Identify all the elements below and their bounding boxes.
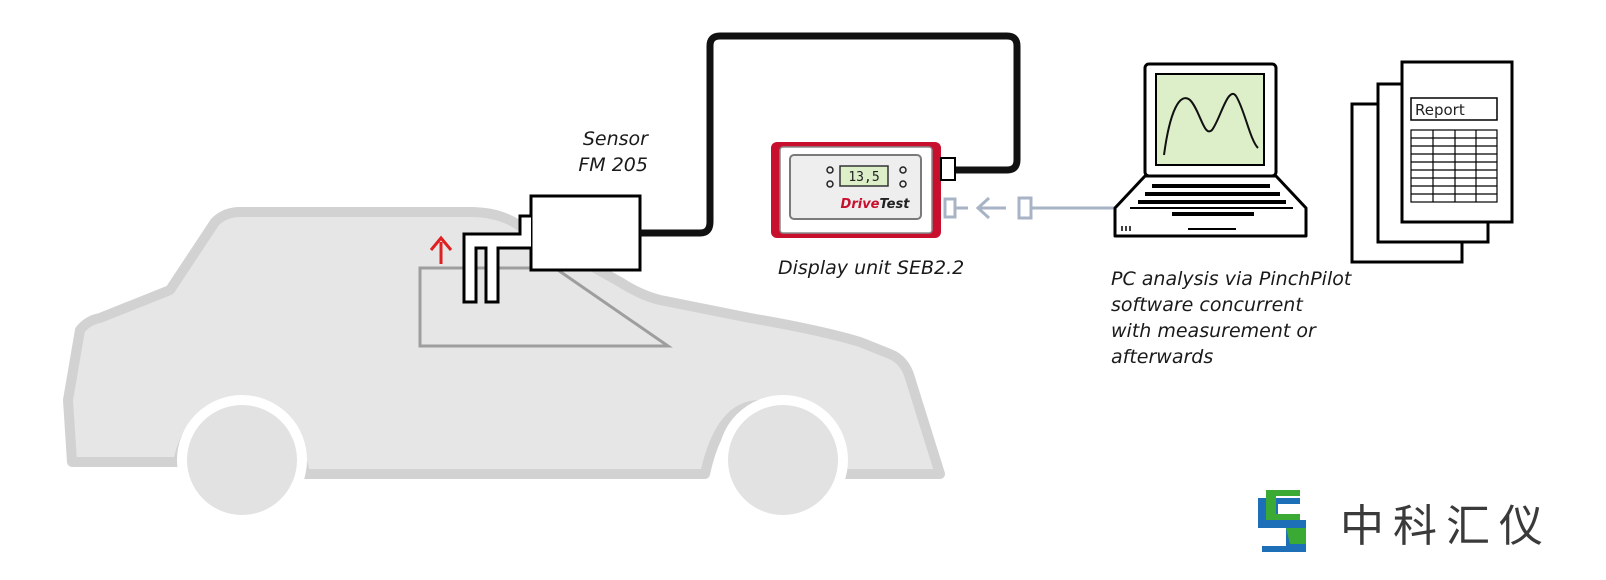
pc-label-line-1: PC analysis via PinchPilot [1111,268,1352,290]
brand-part-drive: Drive [841,197,880,212]
arrow-up-icon [429,235,453,264]
usb-link [943,196,1118,220]
laptop-screen-graph [1163,92,1259,156]
pc-label-line-2: software concurrent [1111,294,1303,316]
display-unit-icon: 13,5 DriveTest [771,142,956,238]
car-rear-wheel [177,395,307,525]
report-stack-icon: Report [1350,60,1514,264]
display-unit-label: Display unit SEB2.2 [778,255,964,281]
display-unit-label-text: Display unit SEB2.2 [778,257,965,279]
display-screen [839,165,889,187]
sensor-label-line-1: Sensor [582,128,648,150]
sensor-cable [640,32,1021,237]
brand-part-test: Test [879,197,910,212]
car-roof-window [418,266,673,348]
sensor-label: Sensor FM 205 [576,126,648,178]
display-readout: 13,5 [848,170,879,185]
car-front-wheel [718,395,848,525]
car-icon [63,207,945,525]
sensor-icon [462,194,642,304]
laptop-screen [1155,73,1265,166]
watermark-text: 中科汇仪 [1340,501,1552,552]
logo-icon [1258,490,1306,552]
arrow-left-icon [975,196,1006,220]
laptop-icon [1113,62,1308,238]
report-title: Report [1415,101,1465,119]
report-title-box [1410,97,1498,121]
display-brand-logo: DriveTest [841,197,911,212]
pc-label-line-4: afterwards [1111,346,1214,368]
sensor-label-line-2: FM 205 [578,154,648,176]
pc-label-line-3: with measurement or [1111,320,1316,342]
pc-analysis-label: PC analysis via PinchPilot software conc… [1111,266,1351,370]
report-table [1410,129,1498,203]
